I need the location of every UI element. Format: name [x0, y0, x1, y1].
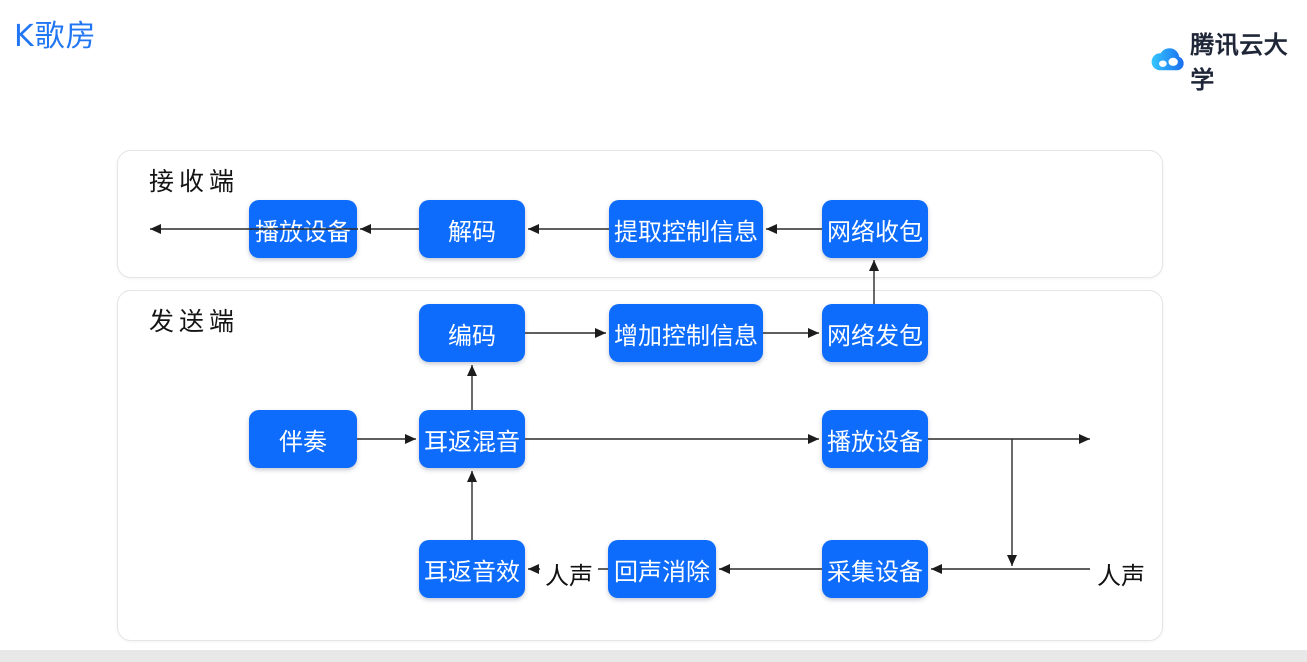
node-decode: 解码: [419, 200, 525, 258]
node-playback-device-sender: 播放设备: [822, 410, 928, 468]
brand-name: 腾讯云大学: [1190, 31, 1289, 94]
node-capture-device: 采集设备: [822, 540, 928, 598]
panel-receiver-label: 接收端: [149, 167, 240, 196]
label-vocal-mid: 人声: [540, 556, 598, 591]
node-echo-cancel: 回声消除: [608, 540, 716, 598]
node-extract-control-info: 提取控制信息: [609, 200, 763, 258]
label-vocal-right: 人声: [1094, 556, 1148, 591]
node-ear-monitor-effect: 耳返音效: [419, 540, 525, 598]
node-ear-monitor-mix: 耳返混音: [419, 410, 525, 468]
node-add-control-info: 增加控制信息: [609, 304, 763, 362]
node-playback-device-receiver: 播放设备: [249, 200, 357, 258]
node-encode: 编码: [419, 304, 525, 362]
brand: 腾讯云大学: [1150, 25, 1307, 95]
node-network-send: 网络发包: [822, 304, 928, 362]
node-network-receive: 网络收包: [822, 200, 928, 258]
node-accompaniment: 伴奏: [249, 410, 357, 468]
tencent-cloud-logo-icon: [1151, 48, 1184, 71]
page-title: K歌房: [14, 19, 97, 54]
bottom-edge-strip: [0, 650, 1307, 662]
panel-sender-label: 发送端: [149, 307, 240, 336]
